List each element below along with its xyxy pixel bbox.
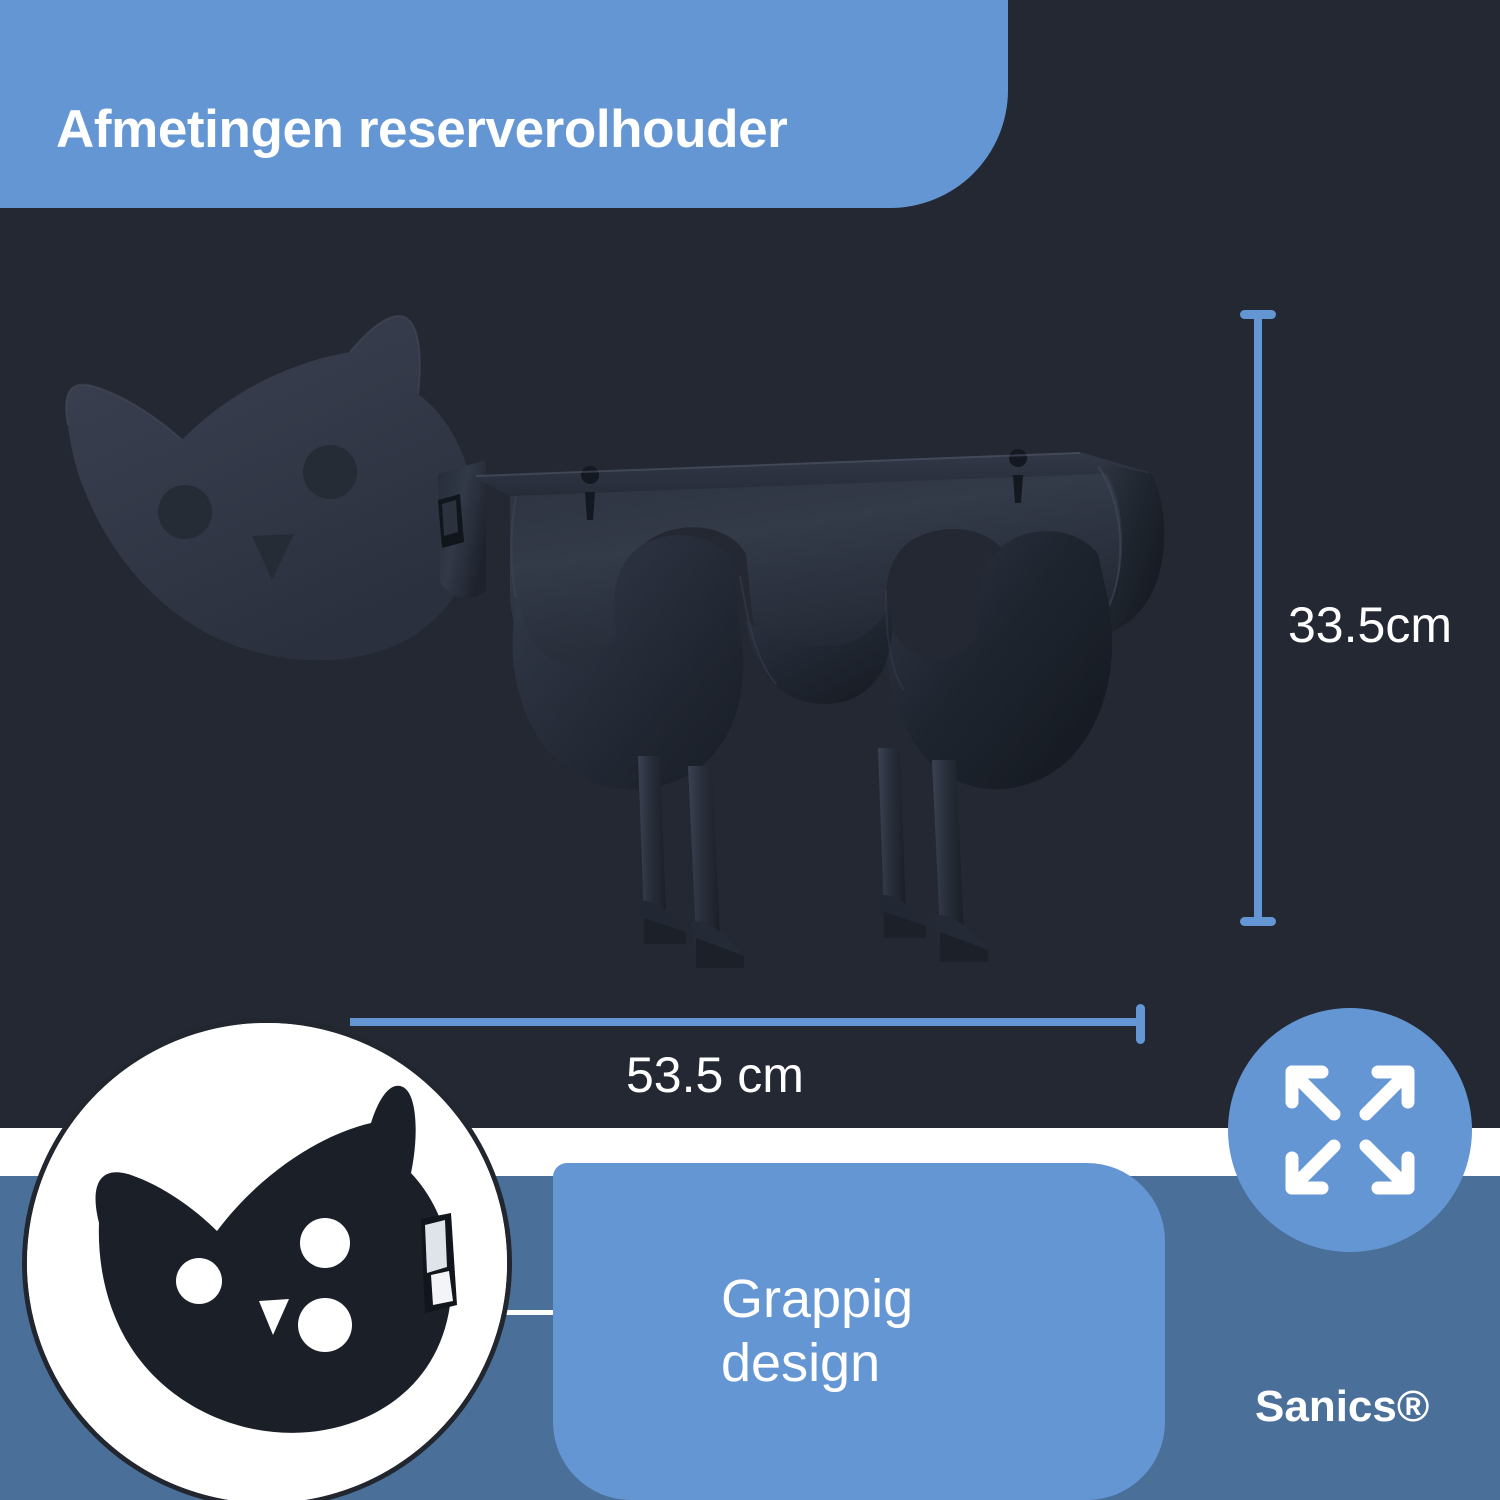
- cat-head-silhouette: [95, 1085, 452, 1433]
- callout-line-2: design: [721, 1332, 881, 1393]
- cat-belly: [512, 530, 1113, 790]
- width-dimension-label: 53.5 cm: [626, 1047, 804, 1103]
- cat-head-closeup-circle: [22, 1018, 512, 1500]
- cat-legs: [638, 748, 988, 968]
- header-banner: Afmetingen reserverolhouder: [0, 0, 1008, 208]
- page-title: Afmetingen reserverolhouder: [56, 100, 788, 159]
- callout-line-1: Grappig: [721, 1268, 914, 1329]
- brand-logo: Sanics®: [1255, 1382, 1430, 1431]
- callout-leader-line: [350, 1310, 695, 1315]
- height-dimension-line: [1240, 310, 1276, 926]
- width-dimension-line: [350, 1004, 1150, 1044]
- expand-arrows-badge: [1228, 1008, 1472, 1252]
- metal-bracket: [421, 1213, 457, 1313]
- cat-body-shelf: [438, 449, 1165, 676]
- cat-head: [65, 315, 475, 661]
- head-body-bracket: [438, 494, 464, 548]
- product-image: [40, 290, 1220, 980]
- keyhole-slots: [581, 449, 1028, 520]
- height-dimension-label: 33.5cm: [1288, 597, 1452, 653]
- grappig-design-callout: Grappig design: [553, 1163, 1165, 1500]
- expand-arrows-icon: [1285, 1065, 1415, 1195]
